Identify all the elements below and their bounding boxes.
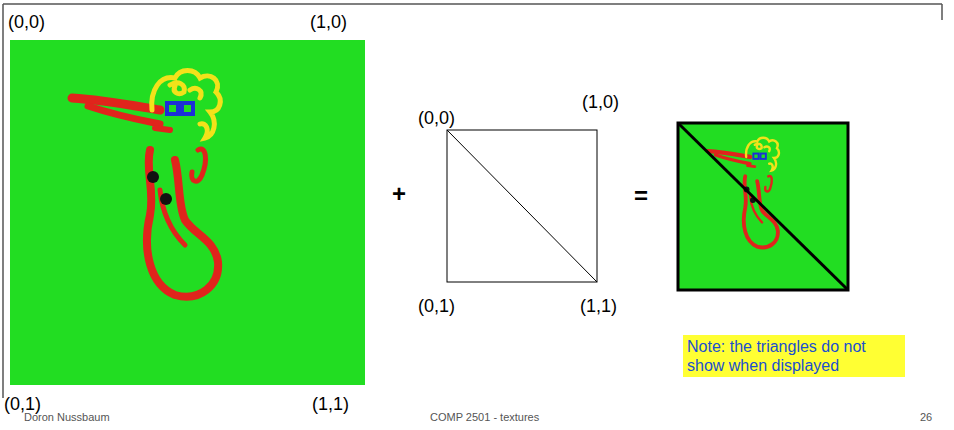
uv-coordinate: (1,1) — [312, 394, 349, 415]
course-footer: COMP 2501 - textures — [430, 411, 539, 424]
uv-coordinate: (0,0) — [418, 108, 455, 129]
note-text: Note: the triangles do not show when dis… — [687, 337, 901, 375]
uv-coordinate: (1,0) — [310, 12, 347, 33]
uv-coordinate: (1,1) — [580, 296, 617, 317]
author-footer: Doron Nussbaum — [24, 411, 110, 424]
uv-coordinate: (1,0) — [582, 92, 619, 113]
uv-coordinate: (0,1) — [418, 296, 455, 317]
page-number: 26 — [920, 411, 932, 424]
equals-sign: = — [634, 182, 648, 210]
note-box: Note: the triangles do not show when dis… — [683, 335, 905, 377]
plus-sign: + — [392, 180, 406, 208]
uv-coordinate: (0,0) — [8, 12, 45, 33]
